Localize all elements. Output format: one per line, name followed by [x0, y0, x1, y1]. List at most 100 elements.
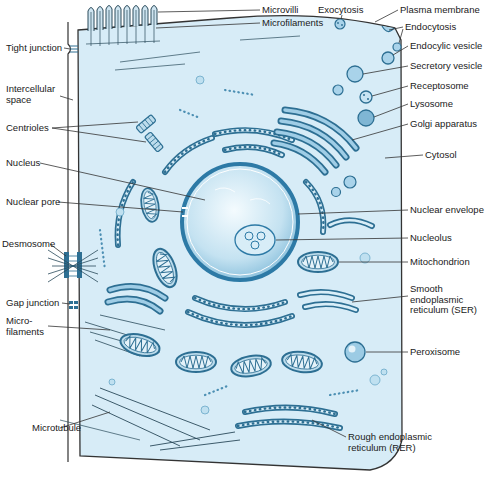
rough-er	[238, 421, 340, 428]
centrioles	[136, 115, 156, 134]
part-label: Rough endoplasmic reticulum (RER)	[348, 432, 452, 453]
vesicle	[381, 369, 387, 375]
nucleus	[187, 169, 293, 275]
part-label: Exocytosis	[318, 5, 363, 16]
exocytosis-pocket	[335, 19, 345, 29]
rough-er	[245, 407, 335, 414]
gap-junction	[69, 301, 78, 309]
part-label: Plasma membrane	[400, 5, 480, 16]
rough-er	[188, 312, 292, 325]
smooth-er	[330, 220, 372, 226]
exocytosis-pocket	[337, 22, 339, 24]
vesicle	[347, 66, 363, 82]
leader-line	[298, 210, 408, 214]
leader-line	[158, 10, 260, 12]
part-label: Nucleolus	[410, 233, 452, 244]
vesicle	[360, 91, 372, 103]
nucleolus	[235, 225, 275, 255]
centrioles	[139, 117, 153, 131]
peroxisome	[345, 342, 365, 362]
endocytosis-pit	[382, 52, 394, 64]
cell-body	[78, 16, 402, 470]
golgi-stack	[108, 299, 160, 311]
golgi-stack	[274, 143, 325, 172]
endocytosis-pit	[382, 26, 401, 64]
part-label: Smooth endoplasmic reticulum (SER)	[410, 284, 492, 316]
nucleolus	[235, 225, 275, 255]
microtubule-bundle	[92, 388, 240, 450]
rough-er	[188, 312, 292, 325]
part-label: Endocytosis	[405, 22, 456, 33]
neighbour-membrane	[68, 22, 71, 462]
part-label: Microtubule	[32, 423, 81, 434]
mitochondrion	[281, 349, 323, 374]
desmosome	[77, 252, 82, 278]
rough-er	[225, 147, 282, 155]
exocytosis-pocket	[335, 19, 345, 29]
rough-er	[165, 138, 212, 172]
part-label: Lysosome	[410, 99, 453, 110]
leader-line	[276, 238, 408, 240]
leader-line	[385, 155, 423, 158]
centrioles	[147, 135, 161, 149]
part-label: Golgi apparatus	[410, 119, 477, 130]
rough-er	[225, 147, 282, 155]
mitochondrion	[176, 352, 216, 372]
microvilli	[86, 41, 160, 44]
microvilli	[86, 6, 160, 47]
rough-er	[188, 312, 292, 325]
tight-junction	[70, 46, 78, 52]
exocytosis-pocket	[341, 24, 343, 26]
vesicle	[370, 375, 380, 385]
desmosome	[48, 250, 98, 282]
rough-er	[238, 421, 340, 428]
rough-er	[195, 298, 285, 309]
centrioles	[145, 132, 164, 152]
tight-junction	[70, 46, 78, 52]
golgi-stack	[281, 121, 346, 157]
rough-er	[245, 407, 335, 414]
leader-line	[339, 262, 408, 263]
leader-line	[393, 46, 408, 55]
part-label: Gap junction	[6, 298, 59, 309]
leader-line	[312, 420, 346, 437]
leader-line	[64, 48, 70, 49]
vesicle	[363, 94, 365, 96]
part-label: Receptosome	[410, 81, 469, 92]
part-label: Microvilli	[262, 5, 298, 16]
microtubule-bundle	[92, 388, 240, 450]
nucleus	[215, 188, 270, 204]
part-label: Peroxisome	[410, 347, 460, 358]
nucleus	[182, 164, 298, 280]
microvilli	[91, 10, 154, 46]
vesicle	[360, 253, 370, 263]
desmosome	[48, 250, 98, 282]
leader-line	[366, 352, 408, 353]
vesicle	[358, 110, 374, 126]
part-label: Tight junction	[6, 43, 62, 54]
desmosome	[69, 256, 77, 276]
golgi-stack	[108, 299, 160, 311]
centrioles	[136, 115, 156, 134]
rough-er	[225, 147, 282, 155]
leader-line	[62, 303, 70, 304]
leader-line	[389, 27, 403, 43]
mitochondrion	[139, 187, 162, 223]
centrioles	[136, 115, 164, 153]
vesicle	[367, 98, 369, 100]
part-label: Endocylic vesicle	[410, 41, 482, 52]
part-label: Desmosome	[2, 239, 55, 250]
free-ribosomes	[100, 90, 360, 395]
nucleolus	[251, 241, 259, 249]
golgi-stack	[281, 121, 346, 157]
leader-line	[374, 104, 408, 117]
vesicle	[344, 176, 356, 188]
vesicle	[333, 85, 343, 95]
part-label: Cytosol	[425, 150, 457, 161]
mitochondrion	[149, 246, 181, 290]
rough-er	[306, 182, 323, 232]
nucleolus	[245, 232, 253, 240]
part-label: Nuclear pore	[6, 197, 60, 208]
